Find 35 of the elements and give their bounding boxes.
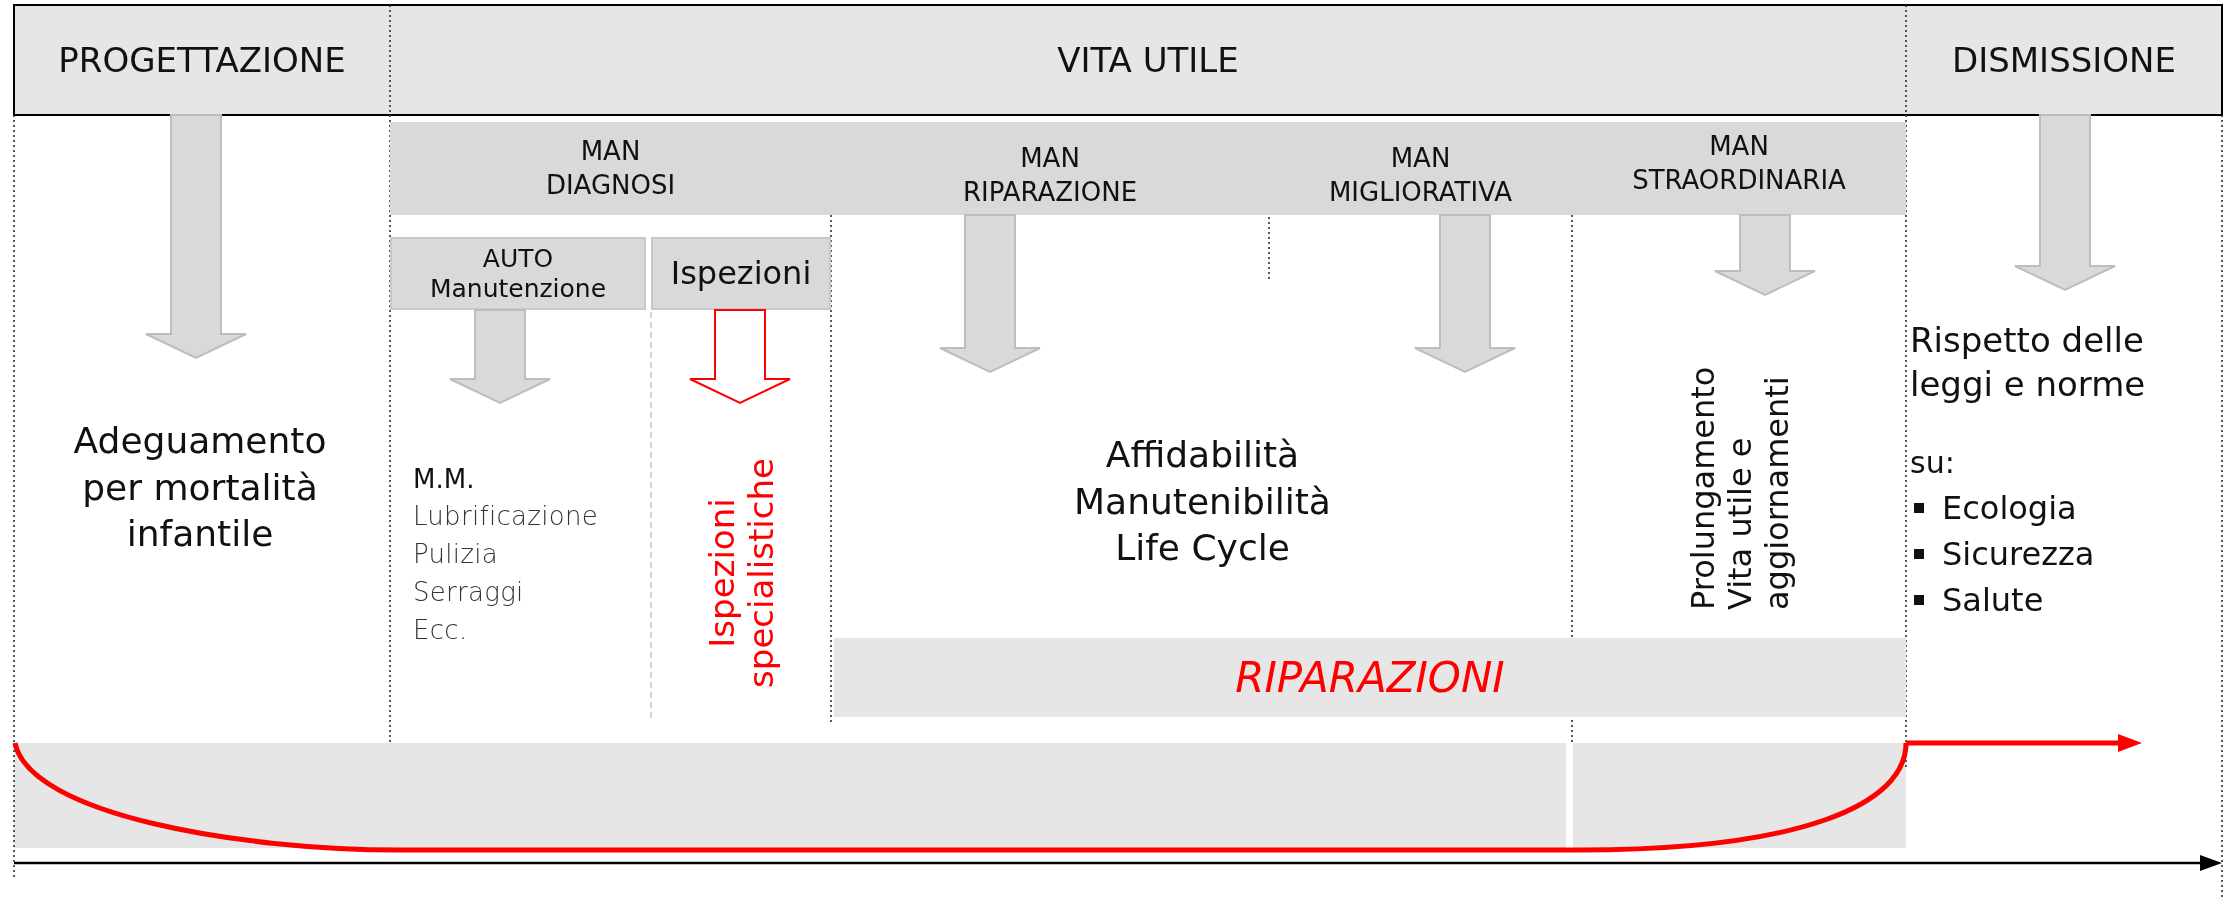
down-arrow — [1714, 214, 1816, 297]
category-label: MAN STRAORDINARIA — [1632, 129, 1846, 197]
body-text: Rispetto delle leggi e norme — [1910, 319, 2147, 407]
phase-label: PROGETTAZIONE — [14, 5, 390, 115]
list-item: Sicurezza — [1942, 535, 2095, 574]
list-item: Lubrificazione — [413, 500, 599, 534]
category-label: MAN DIAGNOSI — [545, 134, 676, 202]
repair-band: RIPARAZIONI — [834, 638, 1906, 717]
phase-label: VITA UTILE — [390, 5, 1906, 115]
down-arrow — [689, 309, 791, 405]
subcategory-box: AUTO Manutenzione — [390, 237, 646, 310]
vertical-text: Prolungamento Vita utile e aggiornamenti — [1684, 365, 1796, 610]
list-item: Ecologia — [1942, 489, 2077, 528]
body-text: su: — [1910, 444, 1956, 483]
list-item: Pulizia — [413, 538, 500, 572]
list-item: Serraggi — [413, 575, 525, 609]
body-text: Manutenibilità — [1074, 479, 1331, 524]
vertical-text: Ispezioni specialistiche — [702, 457, 782, 690]
body-text: Life Cycle — [1115, 526, 1290, 571]
down-arrow — [145, 114, 247, 360]
list-item: Ecc. — [413, 613, 469, 647]
down-arrow — [449, 309, 551, 405]
category-label: MAN MIGLIORATIVA — [1328, 141, 1513, 209]
down-arrow — [939, 214, 1041, 374]
list-heading: M.M. — [413, 462, 476, 496]
category-bar — [390, 122, 831, 215]
subcategory-box: Ispezioni — [651, 237, 831, 310]
down-arrow — [1414, 214, 1516, 374]
phase-label: DISMISSIONE — [1906, 5, 2222, 115]
body-text: Affidabilità — [1105, 432, 1300, 477]
body-text: Adeguamento per mortalità infantile — [72, 418, 328, 557]
category-label: MAN RIPARAZIONE — [962, 141, 1138, 209]
down-arrow — [2014, 114, 2116, 292]
category-bar — [1572, 122, 1906, 215]
list-item: Salute — [1942, 581, 2044, 620]
